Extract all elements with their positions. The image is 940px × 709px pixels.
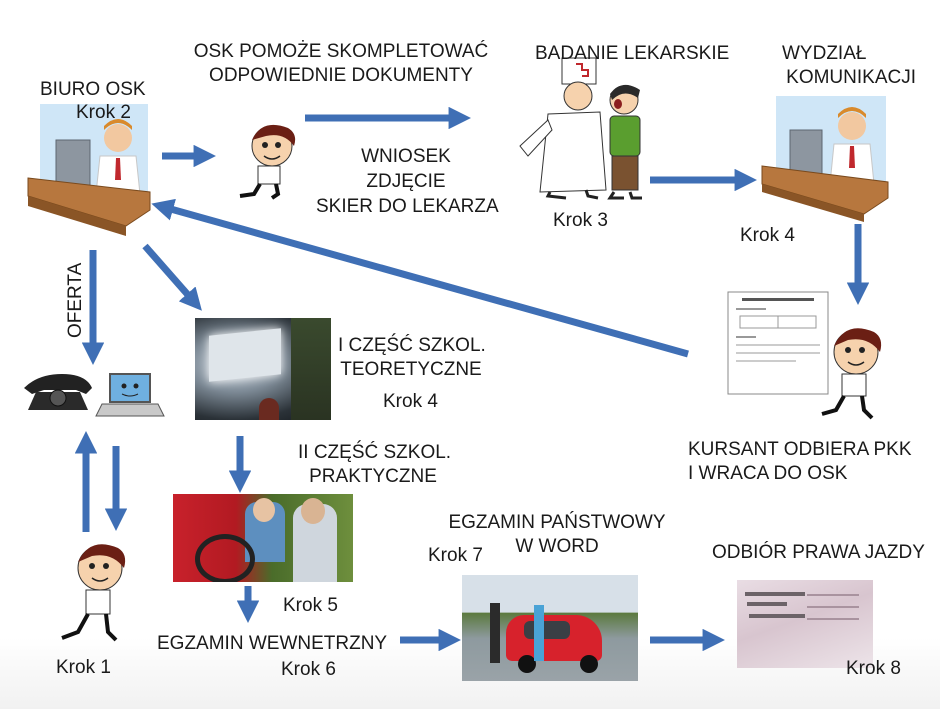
teoria-step: Krok 4 — [383, 391, 438, 412]
classroom-photo — [195, 318, 331, 420]
driving-lesson-photo — [173, 494, 353, 582]
biuro-title: BIURO OSK — [40, 79, 146, 100]
oferta-label: OFERTA — [65, 262, 86, 338]
osk-help-label: OSK POMOŻE SKOMPLETOWAĆ ODPOWIEDNIE DOKU… — [193, 41, 489, 86]
odbior-title: ODBIÓR PRAWA JAZDY — [712, 542, 925, 563]
arrow-biuro-to-teoria — [142, 243, 202, 311]
documents-list: WNIOSEK ZDJĘCIE SKIER DO LEKARZA — [316, 146, 499, 217]
egz-panst-label: EGZAMIN PAŃSTWOWY W WORD — [448, 512, 666, 557]
badanie-title: BADANIE LEKARSKIE — [535, 43, 730, 64]
start-step: Krok 1 — [56, 657, 111, 678]
praktyka-label: II CZĘŚĆ SZKOL. PRAKTYCZNE — [298, 442, 452, 487]
biuro-step: Krok 2 — [76, 102, 131, 123]
praktyka-step: Krok 5 — [283, 595, 338, 616]
odbior-step: Krok 8 — [846, 658, 901, 679]
egz-wewn-title: EGZAMIN WEWNETRZNY — [157, 633, 388, 654]
egz-wewn-step: Krok 6 — [281, 659, 336, 680]
arrow-kursant-back-to-osk — [151, 198, 689, 358]
wydzial-title: WYDZIAŁ KOMUNIKACJI — [782, 43, 916, 88]
exam-car-photo — [462, 575, 638, 681]
egz-panst-step: Krok 7 — [428, 545, 483, 566]
badanie-step: Krok 3 — [553, 210, 608, 231]
wydzial-step: Krok 4 — [740, 225, 795, 246]
teoria-label: I CZĘŚĆ SZKOL. TEORETYCZNE — [338, 335, 486, 380]
driving-license-photo — [737, 580, 873, 668]
kursant-label: KURSANT ODBIERA PKK I WRACA DO OSK — [688, 439, 912, 484]
